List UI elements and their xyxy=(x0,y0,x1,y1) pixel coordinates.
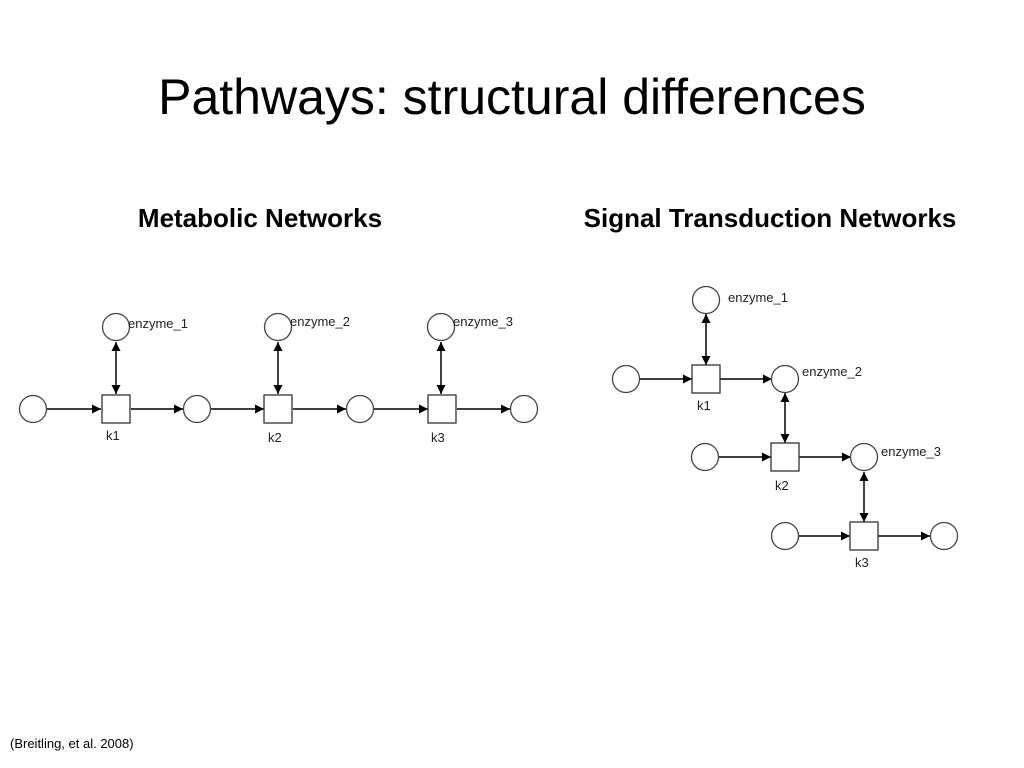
reaction-label: k1 xyxy=(106,428,120,443)
enzyme-node xyxy=(426,312,456,342)
reaction-node xyxy=(849,521,879,551)
enzyme-node xyxy=(263,312,293,342)
reaction-label: k2 xyxy=(775,478,789,493)
signal-transduction-diagram: enzyme_1 enzyme_2 enzyme_3 k1 k2 k3 xyxy=(611,285,959,570)
species-node xyxy=(611,364,641,394)
species-node xyxy=(18,394,48,424)
enzyme-label: enzyme_3 xyxy=(881,444,941,459)
metabolic-network-diagram: enzyme_1 enzyme_2 enzyme_3 k1 k2 k3 xyxy=(18,312,539,445)
reaction-node xyxy=(263,394,293,424)
signal-transduction-heading: Signal Transduction Networks xyxy=(583,203,957,233)
reaction-label: k2 xyxy=(268,430,282,445)
reaction-node xyxy=(691,364,721,394)
citation: (Breitling, et al. 2008) xyxy=(10,736,134,751)
enzyme-label: enzyme_1 xyxy=(128,316,188,331)
enzyme-node xyxy=(101,312,131,342)
metabolic-networks-heading: Metabolic Networks xyxy=(137,203,383,233)
species-node xyxy=(182,394,212,424)
species-node xyxy=(770,521,800,551)
enzyme-label: enzyme_3 xyxy=(453,314,513,329)
species-node xyxy=(345,394,375,424)
species-node xyxy=(690,442,720,472)
reaction-label: k1 xyxy=(697,398,711,413)
enzyme-node xyxy=(849,442,879,472)
enzyme-node xyxy=(691,285,721,315)
species-node xyxy=(929,521,959,551)
reaction-node xyxy=(770,442,800,472)
reaction-node xyxy=(427,394,457,424)
reaction-label: k3 xyxy=(855,555,869,570)
enzyme-label: enzyme_2 xyxy=(290,314,350,329)
reaction-node xyxy=(101,394,131,424)
reaction-label: k3 xyxy=(431,430,445,445)
enzyme-label: enzyme_1 xyxy=(728,290,788,305)
enzyme-node xyxy=(770,364,800,394)
enzyme-label: enzyme_2 xyxy=(802,364,862,379)
slide-title: Pathways: structural differences xyxy=(158,69,866,125)
species-node xyxy=(509,394,539,424)
